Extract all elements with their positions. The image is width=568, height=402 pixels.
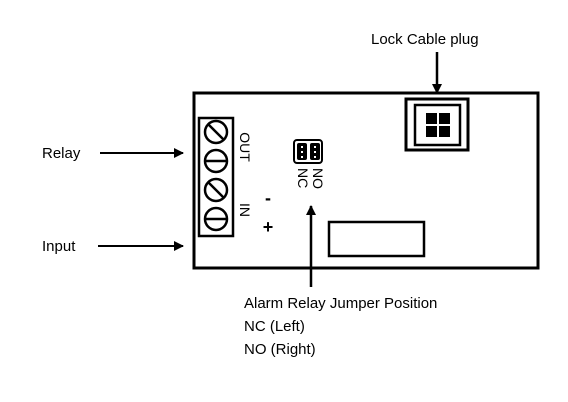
relay-label: Relay (42, 145, 81, 162)
jumper-nc-label: NC (295, 168, 311, 188)
screw-terminal (203, 148, 229, 174)
jumper-nc-option: NC (Left) (244, 318, 305, 335)
jumper-no-option: NO (Right) (244, 341, 316, 358)
screw-terminal (203, 119, 229, 145)
lock-cable-plug-label: Lock Cable plug (371, 31, 479, 48)
screw-terminal (203, 177, 229, 203)
jumper-no-label: NO (310, 168, 326, 189)
out-label: OUT (237, 132, 253, 162)
jumper-position-title: Alarm Relay Jumper Position (244, 295, 437, 312)
jumper-block (293, 139, 323, 164)
screw-terminal (203, 206, 229, 232)
plus-sign: + (263, 217, 274, 237)
input-label: Input (42, 238, 76, 255)
terminal-block (197, 116, 235, 238)
lock-cable-plug-connector (404, 97, 470, 152)
board-component (327, 220, 426, 258)
minus-sign: - (265, 188, 271, 208)
in-label: IN (237, 203, 253, 217)
